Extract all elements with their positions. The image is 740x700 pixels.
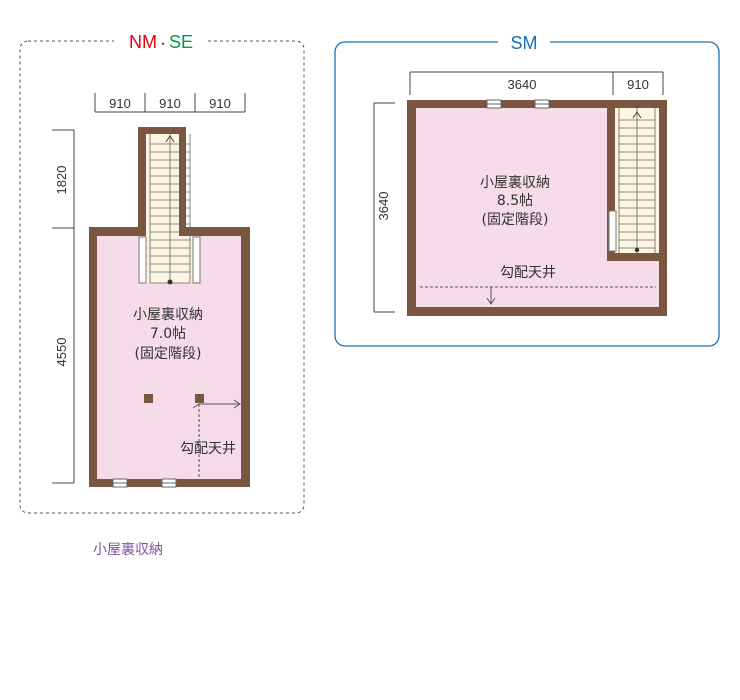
right-room-name: 小屋裏収納	[480, 174, 550, 191]
right-dim-top-1: 3640	[508, 77, 537, 92]
left-stair-start-dot	[167, 279, 173, 285]
right-room-note: (固定階段)	[482, 212, 549, 228]
left-dim-top-2: 910	[159, 96, 181, 111]
left-room-name: 小屋裏収納	[133, 306, 203, 323]
right-title-bg	[498, 31, 550, 53]
left-ceiling-label: 勾配天井	[180, 441, 236, 457]
left-room-size: 7.0帖	[150, 326, 186, 342]
title-se: SE	[169, 32, 193, 52]
left-top-dimension	[94, 93, 246, 113]
left-title-bg	[114, 30, 208, 52]
left-stairs	[149, 134, 191, 284]
right-top-dimension	[409, 71, 664, 95]
left-dim-top-1: 910	[109, 96, 131, 111]
right-dim-side-1: 3640	[376, 192, 391, 221]
right-stair-arrow-icon	[632, 111, 642, 119]
title-nm: NM	[129, 32, 157, 52]
right-windows	[486, 99, 550, 109]
right-ceiling-label: 勾配天井	[500, 265, 556, 281]
left-ceiling-arrow-icon	[192, 403, 240, 409]
caption-loft-storage: 小屋裏収納	[93, 542, 163, 558]
left-side-dimension	[52, 129, 75, 484]
right-dim-top-2: 910	[627, 77, 649, 92]
title-dot: ・	[157, 37, 169, 51]
left-dim-side-1: 1820	[54, 166, 69, 195]
right-stair-partition-bottom	[607, 253, 659, 261]
left-handrail-right	[192, 236, 201, 284]
left-handrail-left	[138, 236, 147, 284]
left-stair-bay-floor	[146, 134, 179, 238]
right-stair-partition	[607, 108, 615, 261]
left-dim-top-3: 910	[209, 96, 231, 111]
right-stairs	[618, 108, 656, 253]
right-side-dimension	[373, 102, 395, 313]
right-panel-title: SM	[511, 33, 538, 53]
right-room-size: 8.5帖	[497, 193, 533, 209]
left-post-2	[195, 394, 204, 403]
left-panel-title: NM・SE	[129, 32, 193, 52]
right-stair-start-dot	[634, 247, 640, 253]
right-handrail	[608, 210, 617, 252]
left-room-note: (固定階段)	[135, 346, 202, 362]
left-windows	[112, 478, 177, 488]
left-dim-side-2: 4550	[54, 338, 69, 367]
left-stair-arrow-icon	[165, 135, 175, 143]
left-post-1	[144, 394, 153, 403]
